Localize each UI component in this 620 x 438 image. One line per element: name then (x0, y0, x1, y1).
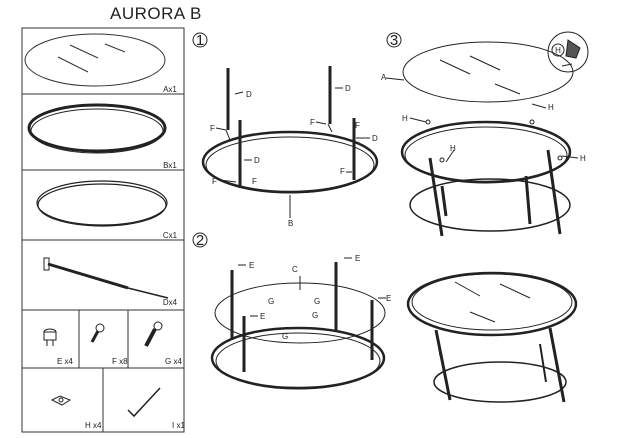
part-a-glass-top (24, 33, 166, 87)
part-h-label: H x4 (85, 421, 102, 430)
part-d-label: Dx4 (163, 298, 178, 307)
step-1-marker: 1 (192, 32, 208, 49)
callout-f-6: F (355, 121, 360, 130)
parts-list (21, 27, 185, 433)
callout-e-2: E (355, 254, 360, 263)
callout-f-3: F (212, 177, 217, 186)
callout-g-4: G (282, 332, 288, 341)
callout-f-4: F (252, 177, 257, 186)
part-b-top-frame (27, 103, 167, 154)
step-3-exploded-drawing (385, 41, 579, 237)
callout-h-3: H (450, 144, 456, 153)
callout-e-4: E (260, 312, 265, 321)
callout-f-2: F (310, 118, 315, 127)
step-1-drawing (201, 66, 379, 218)
svg-text:3: 3 (390, 32, 398, 49)
part-f-screw (90, 323, 105, 343)
callout-e-3: E (386, 294, 391, 303)
step-3-marker: 3 (386, 32, 402, 49)
callout-c: C (292, 265, 298, 274)
part-c-lower-ring (36, 180, 168, 227)
tool-detail-icon (547, 31, 589, 73)
step-2-drawing (210, 257, 386, 390)
callout-a: A (381, 73, 387, 82)
step-2-marker: 2 (192, 232, 208, 249)
callout-d-3: D (254, 156, 260, 165)
part-g-bolt (144, 321, 163, 347)
callout-h-2: H (402, 114, 408, 123)
callout-e-1: E (249, 261, 254, 270)
product-title: AURORA B (110, 4, 202, 23)
callout-g-3: G (312, 311, 318, 320)
part-f-label: F x8 (112, 357, 128, 366)
part-a-label: Ax1 (163, 85, 177, 94)
callout-d-2: D (345, 84, 351, 93)
callout-g-2: G (314, 297, 320, 306)
assembled-table (406, 271, 578, 403)
callout-f-1: F (210, 124, 215, 133)
callout-d-1: D (246, 90, 252, 99)
part-h-clip (50, 395, 72, 406)
callout-h-4: H (580, 154, 586, 163)
tool-detail-h-label: H (555, 46, 561, 55)
part-b-label: Bx1 (163, 161, 177, 170)
callout-f-5: F (340, 167, 345, 176)
svg-text:2: 2 (196, 232, 204, 249)
callout-h-1: H (548, 103, 554, 112)
part-i-label: I x1 (172, 421, 185, 430)
callout-g-1: G (268, 297, 274, 306)
part-e-glide (43, 328, 57, 346)
part-c-label: Cx1 (163, 231, 178, 240)
part-g-label: G x4 (165, 357, 182, 366)
svg-text:1: 1 (196, 32, 204, 49)
part-i-hex-key (127, 387, 161, 418)
callout-b: B (288, 219, 293, 228)
part-e-label: E x4 (57, 357, 74, 366)
callout-d-4: D (372, 134, 378, 143)
part-d-leg (43, 257, 169, 299)
